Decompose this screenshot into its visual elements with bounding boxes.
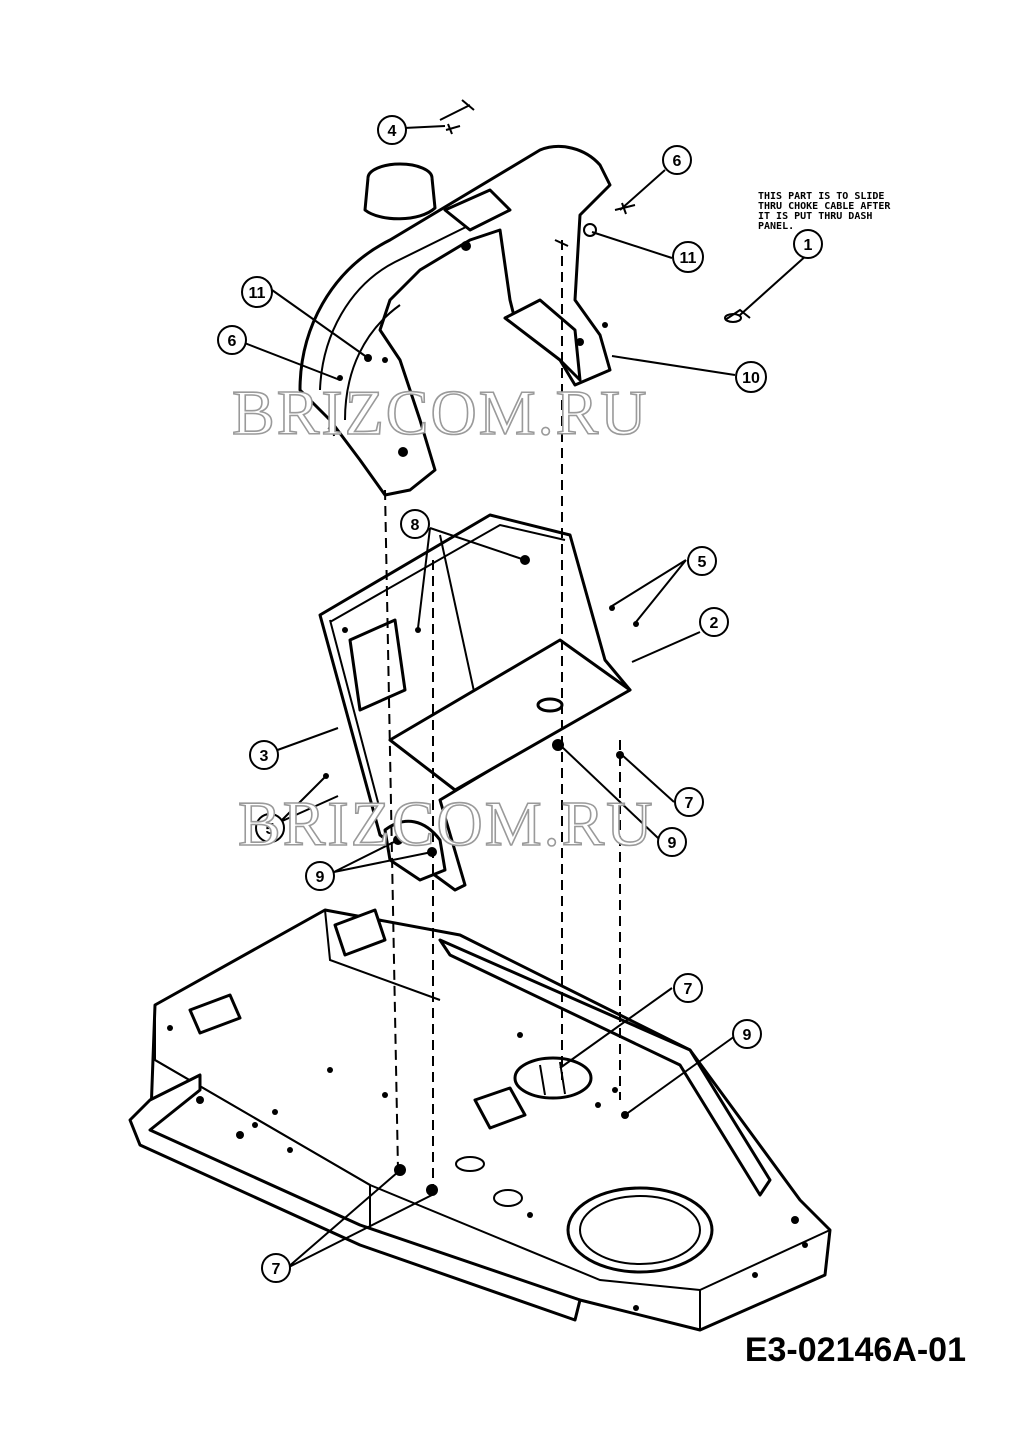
note-line-1: THIS PART IS TO SLIDE — [758, 191, 884, 202]
callout-7-bottom-label: 7 — [272, 1261, 281, 1278]
hardware-top — [327, 99, 751, 437]
callout-7-bracket-label: 7 — [685, 795, 694, 812]
callout-5-right: 5 — [687, 546, 717, 576]
callout-9-frame: 9 — [732, 1019, 762, 1049]
callout-5-left-label: 5 — [266, 821, 275, 838]
note-line-4: PANEL. — [758, 221, 794, 232]
callout-10: 10 — [735, 361, 767, 393]
callout-leaders — [241, 125, 809, 1269]
callout-6-left-label: 6 — [228, 333, 237, 350]
callout-7-bottom: 7 — [261, 1253, 291, 1283]
callout-10-label: 10 — [742, 370, 760, 387]
callout-2-label: 2 — [710, 615, 719, 632]
callout-7-frame-label: 7 — [684, 981, 693, 998]
watermark-middle: BRIZCOM.RU — [238, 788, 655, 859]
callout-11-left: 11 — [241, 276, 273, 308]
callout-7-bracket: 7 — [674, 787, 704, 817]
assembly-note: THIS PART IS TO SLIDE THRU CHOKE CABLE A… — [758, 191, 891, 232]
callout-9-right: 9 — [657, 827, 687, 857]
callout-3-label: 3 — [260, 748, 269, 765]
callout-6-left: 6 — [217, 325, 247, 355]
callout-11-left-label: 11 — [249, 285, 266, 302]
callout-5-right-label: 5 — [698, 554, 707, 571]
callout-5-left: 5 — [255, 813, 285, 843]
callout-4: 4 — [377, 115, 407, 145]
callout-3: 3 — [249, 740, 279, 770]
callout-9-left: 9 — [305, 861, 335, 891]
callout-8: 8 — [400, 509, 430, 539]
callout-11-right: 11 — [672, 241, 704, 273]
callout-4-label: 4 — [388, 123, 397, 140]
callout-1-label: 1 — [804, 237, 813, 254]
chassis-frame — [128, 908, 832, 1332]
watermark-top: BRIZCOM.RU — [232, 377, 649, 448]
callout-1: 1 — [793, 229, 823, 259]
note-line-3: IT IS PUT THRU DASH — [758, 211, 872, 222]
note-line-2: THRU CHOKE CABLE AFTER — [758, 201, 891, 212]
panel-bracket — [318, 513, 639, 892]
callout-7-frame: 7 — [673, 973, 703, 1003]
callout-8-label: 8 — [411, 517, 420, 534]
callout-9-frame-label: 9 — [743, 1027, 752, 1044]
callout-2: 2 — [699, 607, 729, 637]
callout-6-right-label: 6 — [673, 153, 682, 170]
callout-9-left-label: 9 — [316, 869, 325, 886]
callout-6-right: 6 — [662, 145, 692, 175]
drawing-code: E3-02146A-01 — [745, 1331, 966, 1369]
callout-11-right-label: 11 — [680, 250, 697, 267]
assembly-lines — [384, 240, 621, 1190]
callout-9-right-label: 9 — [668, 835, 677, 852]
